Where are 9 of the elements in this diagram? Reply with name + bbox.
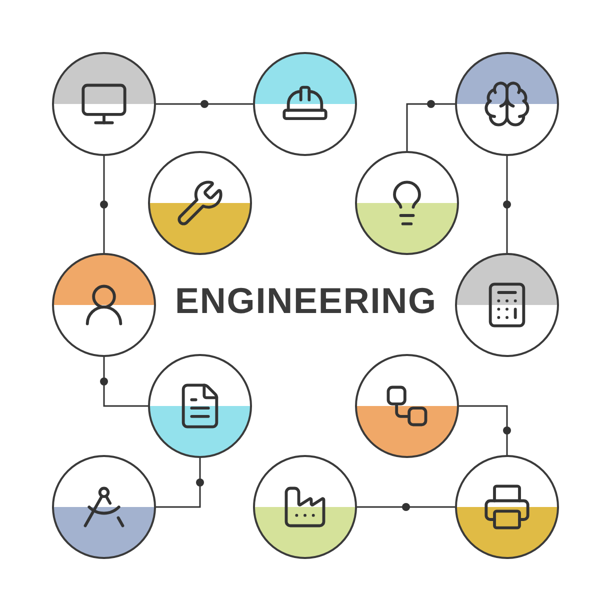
connector-line [459, 405, 508, 455]
connector-line [156, 103, 253, 105]
connector-line [357, 506, 455, 508]
title: ENGINEERING [175, 283, 437, 319]
connector-line [103, 156, 105, 253]
connector-line [506, 156, 508, 253]
connector-line [156, 458, 201, 508]
connector-line [406, 103, 455, 151]
connector-line [103, 357, 148, 407]
